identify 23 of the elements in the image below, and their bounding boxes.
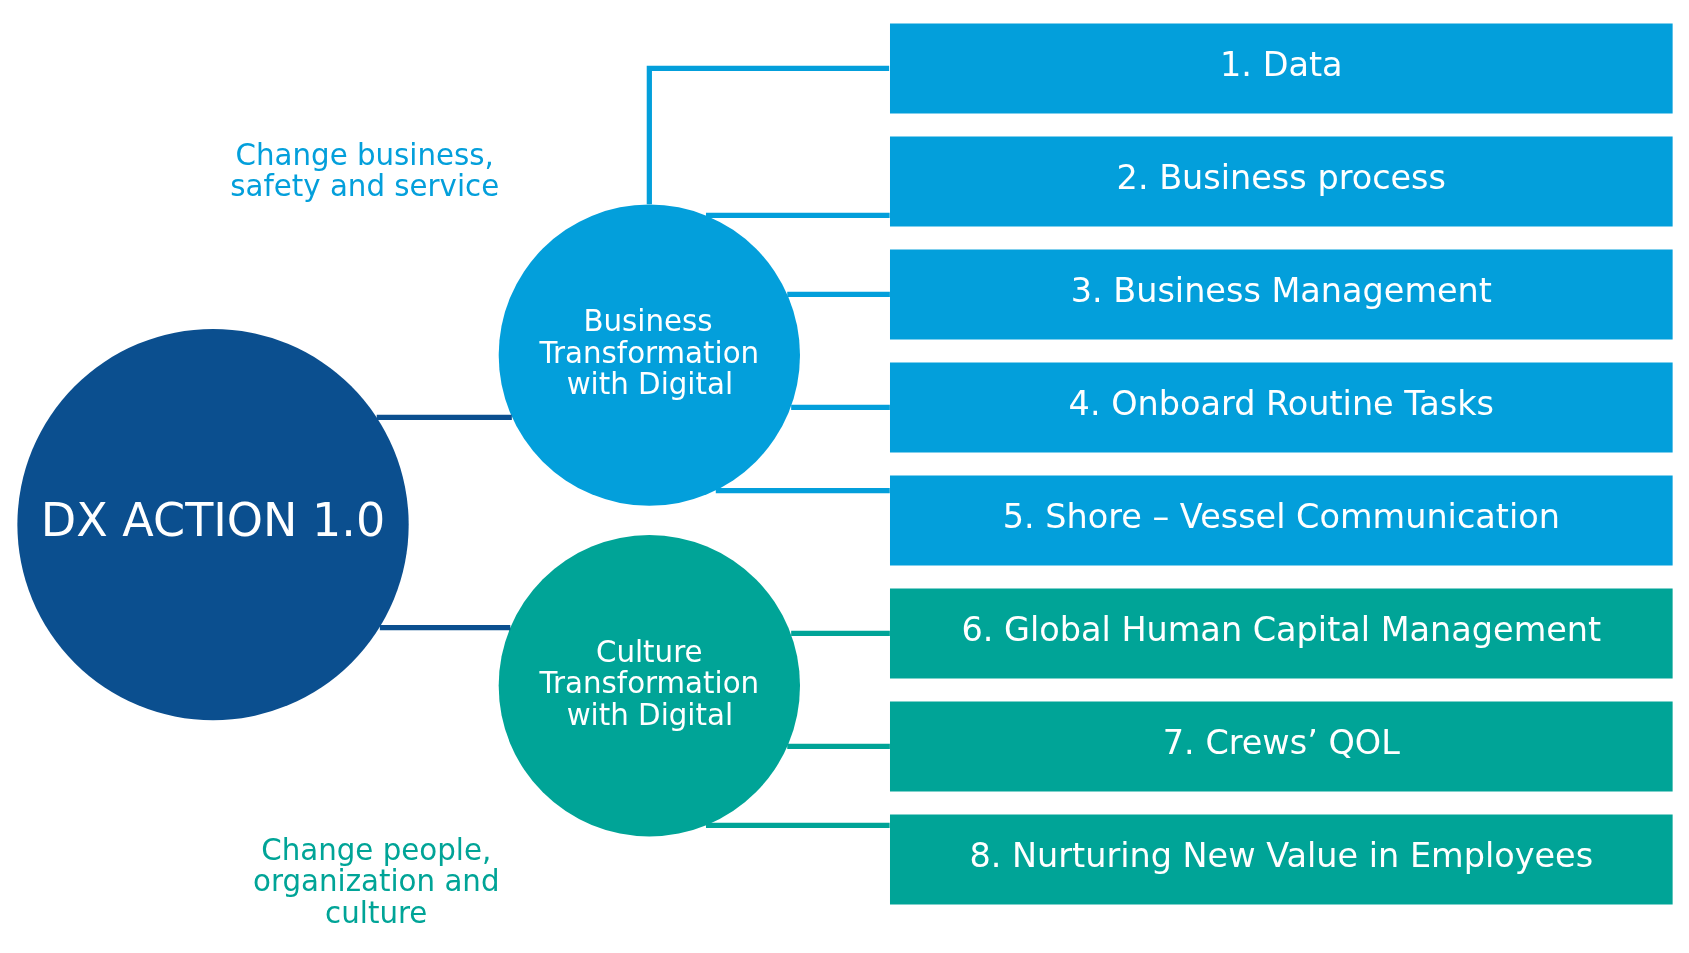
node-box: 3. Business Management	[889, 248, 1673, 339]
node-circle: DX ACTION 1.0	[16, 328, 409, 720]
connector	[376, 414, 512, 420]
node-box: 1. Data	[889, 22, 1673, 113]
node-label: Change business, safety and service	[229, 137, 499, 203]
node-circle: Business Transformation with Digital	[498, 203, 800, 506]
connector	[705, 212, 890, 218]
connector	[379, 624, 510, 630]
node-box: 4. Onboard Routine Tasks	[889, 361, 1673, 452]
node-box: 5. Shore – Vessel Communication	[889, 474, 1673, 565]
node-label: Change people, organization and culture	[252, 832, 499, 930]
connector	[790, 404, 890, 410]
connector	[786, 743, 890, 749]
connector	[705, 822, 890, 828]
node-box: 8. Nurturing New Value in Employees	[889, 813, 1673, 904]
node-box: 6. Global Human Capital Management	[889, 587, 1673, 678]
connector	[786, 291, 890, 297]
node-circle: Culture Transformation with Digital	[498, 534, 800, 836]
node-box: 2. Business process	[889, 135, 1673, 226]
connector	[715, 487, 890, 493]
node-box: 7. Crews’ QOL	[889, 700, 1673, 791]
connector	[790, 630, 890, 636]
connector	[646, 65, 889, 204]
